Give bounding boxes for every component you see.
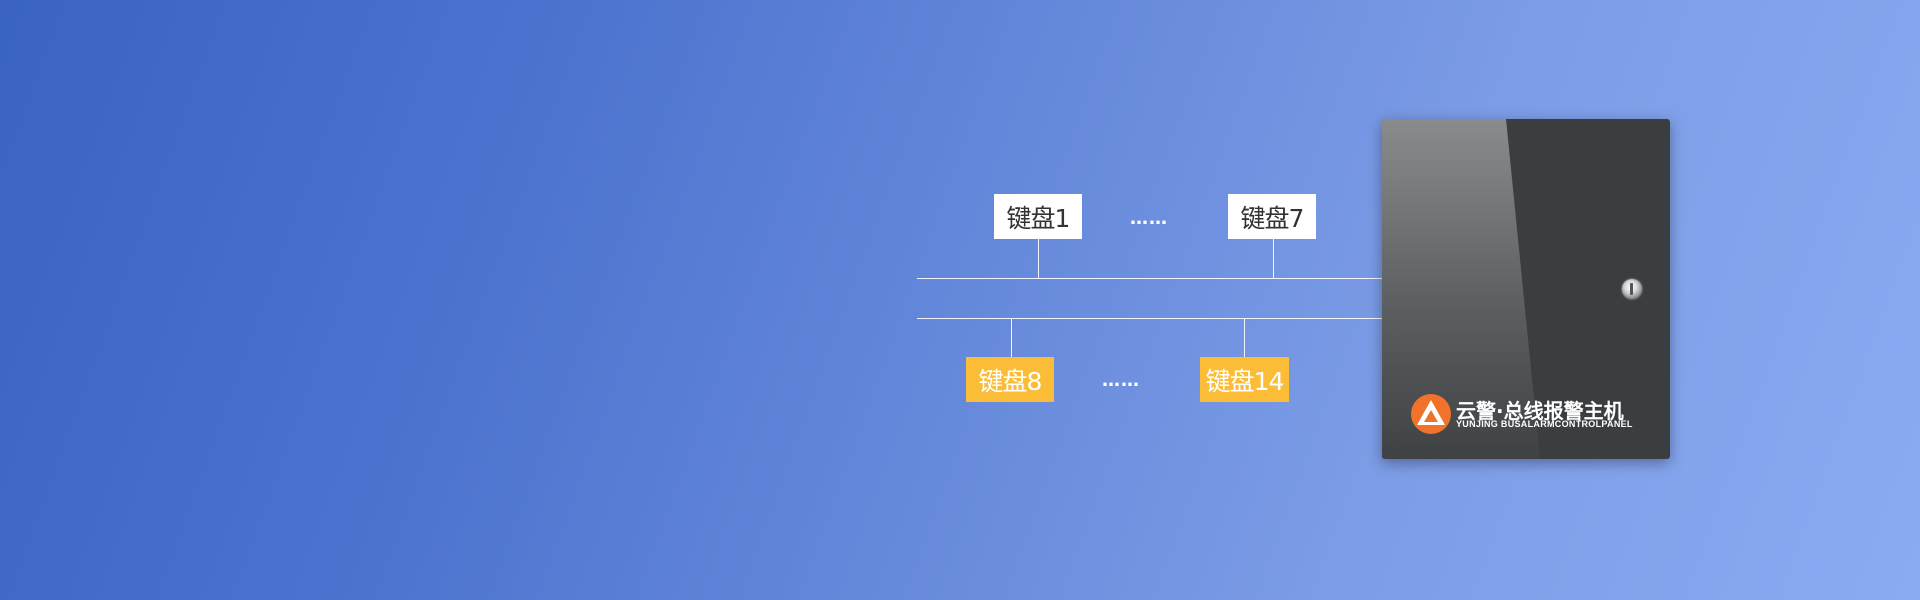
keypad-7-box: 键盘7: [1228, 194, 1316, 239]
keypad-7-label: 键盘7: [1240, 203, 1305, 233]
brand-name-chinese: 云警·总线报警主机: [1456, 399, 1624, 423]
keypad-7-connector: [1273, 239, 1274, 278]
lock-icon: [1622, 279, 1642, 299]
keypad-1-label: 键盘1: [1006, 203, 1071, 233]
keypad-8-connector: [1011, 318, 1012, 357]
triangle-logo-icon: [1411, 394, 1451, 434]
keypad-14-connector: [1244, 318, 1245, 357]
keypad-8-label: 键盘8: [978, 366, 1043, 396]
keypad-8-box: 键盘8: [966, 357, 1054, 402]
keypad-14-label: 键盘14: [1205, 366, 1285, 396]
upper-ellipsis: ……: [1130, 208, 1168, 229]
brand-name-english: YUNJING BUSALARMCONTROLPANEL: [1456, 419, 1633, 429]
keypad-14-box: 键盘14: [1200, 357, 1289, 402]
lower-ellipsis: ……: [1102, 370, 1140, 391]
upper-bus-line: [917, 278, 1382, 279]
keypad-1-box: 键盘1: [994, 194, 1082, 239]
lower-bus-line: [917, 318, 1382, 319]
alarm-control-panel-device: 云警·总线报警主机 YUNJING BUSALARMCONTROLPANEL: [1382, 119, 1670, 459]
device-glare: [1382, 119, 1540, 459]
keypad-1-connector: [1038, 239, 1039, 278]
